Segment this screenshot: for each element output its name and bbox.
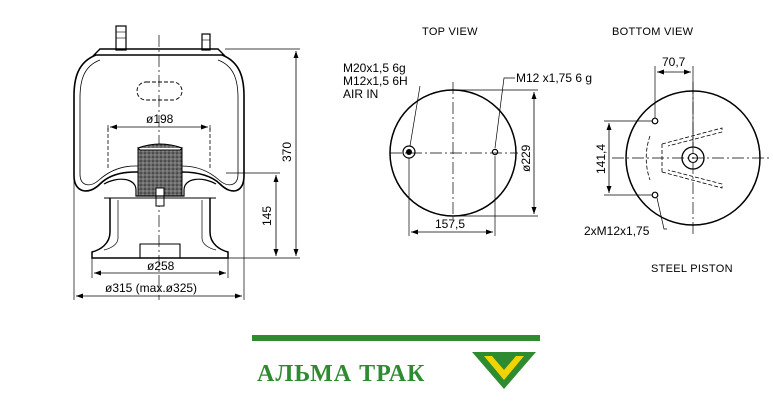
brand-logo: АЛЬМА ТРАК <box>252 335 540 389</box>
check-mark-icon <box>472 352 536 389</box>
dim-d258: ø258 <box>147 259 175 273</box>
dim-bolts: 2xM12x1,75 <box>584 224 650 238</box>
bottom-view <box>604 66 770 236</box>
piston <box>91 198 229 259</box>
dim-h145: 145 <box>260 206 274 226</box>
dim-d198: ø198 <box>146 112 174 126</box>
dim-air-in: AIR IN <box>343 87 378 101</box>
dim-d315: ø315 (max.ø325) <box>105 281 197 295</box>
dim-w70: 70,7 <box>662 55 686 69</box>
dim-h370: 370 <box>280 142 294 162</box>
brand-bar <box>252 335 540 341</box>
dim-m20-line2: M12x1,5 6H <box>343 74 408 88</box>
mount-stud <box>201 33 211 51</box>
dim-m20-line1: M20x1,5 6g <box>343 61 406 75</box>
steel-piston-label: STEEL PISTON <box>651 263 733 275</box>
side-view <box>73 25 300 300</box>
dim-d229: ø229 <box>519 144 533 172</box>
dim-m12: M12 x1,75 6 g <box>516 71 592 85</box>
top-view-title: TOP VIEW <box>422 26 478 38</box>
dim-w157: 157,5 <box>435 217 465 231</box>
top-view <box>389 77 538 236</box>
brand-name: АЛЬМА ТРАК <box>257 361 425 387</box>
bottom-view-title: BOTTOM VIEW <box>612 26 694 38</box>
dim-h141: 141,4 <box>594 144 608 174</box>
